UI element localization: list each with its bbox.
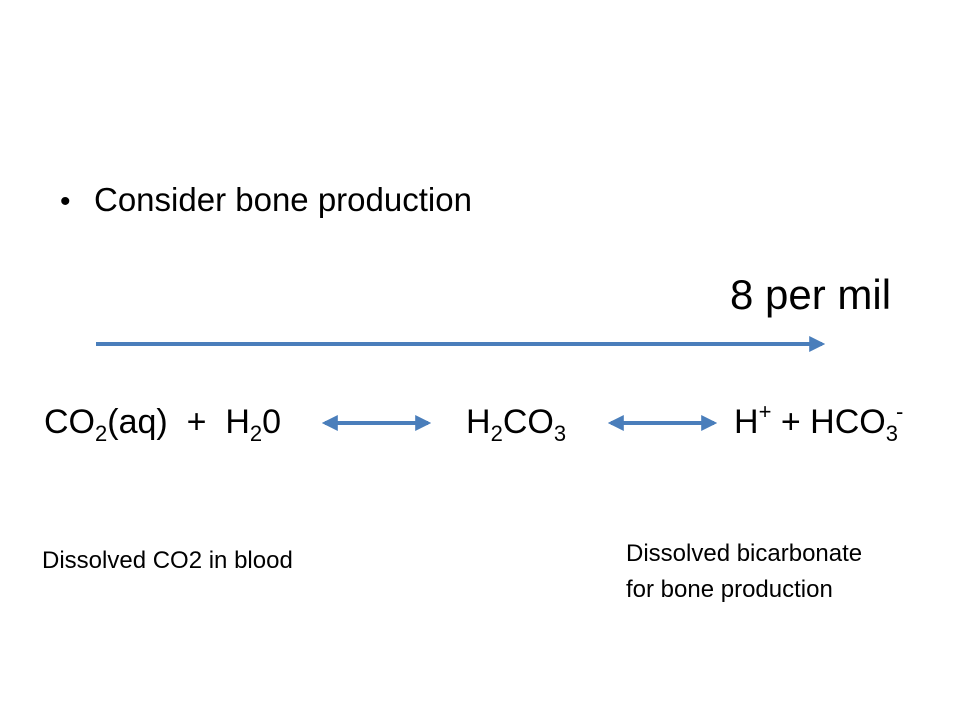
products-formula: H+ + HCO3- — [734, 399, 904, 446]
reactants-formula: CO2(aq) + H20 — [44, 403, 282, 446]
bullet-dot: • — [60, 185, 71, 218]
label-dissolved-bicarbonate: Dissolved bicarbonate for bone productio… — [626, 536, 862, 608]
label-right-line-2: for bone production — [626, 576, 833, 603]
rate-label: 8 per mil — [730, 271, 892, 318]
label-dissolved-co2: Dissolved CO2 in blood — [42, 547, 293, 574]
bullet-item: • Consider bone production — [60, 178, 472, 224]
label-right-line-1: Dissolved bicarbonate — [626, 540, 863, 567]
carbonic-acid-formula: H2CO3 — [466, 403, 567, 446]
bullet-text: Consider bone production — [94, 181, 472, 218]
